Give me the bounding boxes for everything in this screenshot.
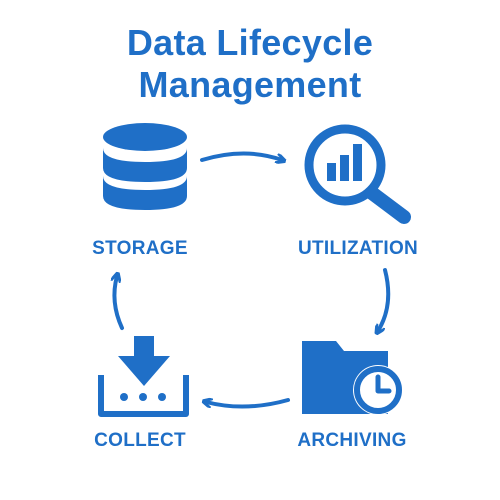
stage-label-collect: COLLECT: [94, 430, 186, 451]
download-tray-icon: [98, 336, 189, 417]
arrow-utilization-to-archiving: [378, 268, 391, 331]
stage-label-utilization: UTILIZATION: [297, 238, 419, 259]
database-icon: [103, 123, 187, 210]
stage-label-archiving: ARCHIVING: [297, 430, 407, 451]
stage-label-storage: STORAGE: [92, 238, 188, 259]
magnifier-chart-icon: [304, 124, 411, 224]
page-title: Data Lifecycle Management: [0, 22, 500, 106]
arrow-collect-to-storage: [114, 276, 124, 330]
folder-clock-icon: [302, 341, 403, 415]
title-line-2: Management: [138, 64, 362, 105]
arrow-archiving-to-collect: [206, 400, 290, 409]
title-line-1: Data Lifecycle: [126, 22, 374, 63]
arrow-storage-to-utilization: [200, 151, 282, 161]
